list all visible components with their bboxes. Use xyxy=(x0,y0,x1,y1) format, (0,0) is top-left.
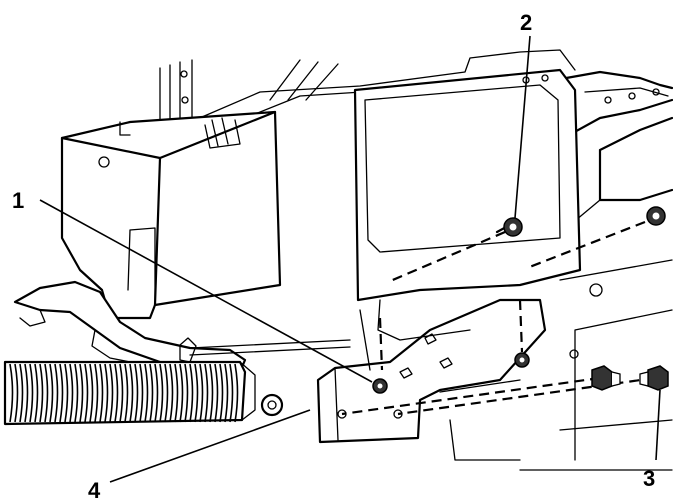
callout-3: 3 xyxy=(643,466,655,491)
spring-coil xyxy=(14,363,19,423)
callout-2: 2 xyxy=(520,10,532,35)
spring-coil xyxy=(214,363,219,423)
spring-coil xyxy=(64,363,69,423)
spring-coil xyxy=(164,363,169,423)
lower-bracket xyxy=(316,298,547,461)
leader-line-1 xyxy=(39,199,373,383)
spring-coil xyxy=(159,363,164,423)
spring-coil xyxy=(204,363,209,423)
lever-arm xyxy=(13,280,247,374)
spring-coil xyxy=(229,363,234,423)
spring-coil xyxy=(129,363,134,423)
callout-4: 4 xyxy=(88,478,101,503)
spring-coil xyxy=(89,363,94,423)
spring-coil xyxy=(109,363,114,423)
spring-coil xyxy=(119,363,124,423)
spring-coil xyxy=(94,363,99,423)
left-cover-housing xyxy=(60,110,282,320)
spring-coil xyxy=(114,363,119,423)
spring-coil xyxy=(84,363,89,423)
spring-coil xyxy=(224,363,229,423)
bolt-upper-left xyxy=(495,217,523,237)
spring-coil xyxy=(184,363,189,423)
spring-coil xyxy=(139,363,144,423)
coil-spring xyxy=(3,337,351,426)
spring-coil xyxy=(44,363,49,423)
spring-coil xyxy=(19,363,24,423)
spring-coil xyxy=(199,363,204,423)
spring-coil xyxy=(124,363,129,423)
spring-coil xyxy=(99,363,104,423)
leader-line-2 xyxy=(514,35,531,219)
spring-coil xyxy=(234,363,239,423)
spring-coil xyxy=(79,363,84,423)
spring-coil xyxy=(24,363,29,423)
spring-coil xyxy=(54,363,59,423)
spring-coil xyxy=(209,363,214,423)
spring-coil xyxy=(169,363,174,423)
spring-coil xyxy=(189,363,194,423)
nut-right xyxy=(514,352,530,368)
callout-1: 1 xyxy=(12,188,24,213)
spring-coil xyxy=(104,363,109,423)
spring-coil xyxy=(144,363,149,423)
leader-line-3 xyxy=(655,389,661,461)
spring-coil xyxy=(49,363,54,423)
spring-coil xyxy=(219,363,224,423)
bolt-lower-right xyxy=(639,365,669,391)
spring-coil xyxy=(194,363,199,423)
spring-coil xyxy=(69,363,74,423)
spring-coil xyxy=(179,363,184,423)
spring-coil xyxy=(74,363,79,423)
bolt-lower-left xyxy=(591,365,621,391)
spring-coil xyxy=(134,363,139,423)
bolt-upper-right xyxy=(646,206,666,226)
spring-coil xyxy=(59,363,64,423)
spring-coil xyxy=(174,363,179,423)
center-cover-plate xyxy=(353,68,582,302)
leader-line-4 xyxy=(109,409,311,483)
spring-coil xyxy=(154,363,159,423)
fastener-alignment-lines xyxy=(341,220,656,416)
spring-coil xyxy=(149,363,154,423)
spring-coil xyxy=(39,363,44,423)
spring-coil xyxy=(34,363,39,423)
nut-left xyxy=(372,378,388,394)
spring-coil xyxy=(9,363,14,423)
spring-coil xyxy=(29,363,34,423)
